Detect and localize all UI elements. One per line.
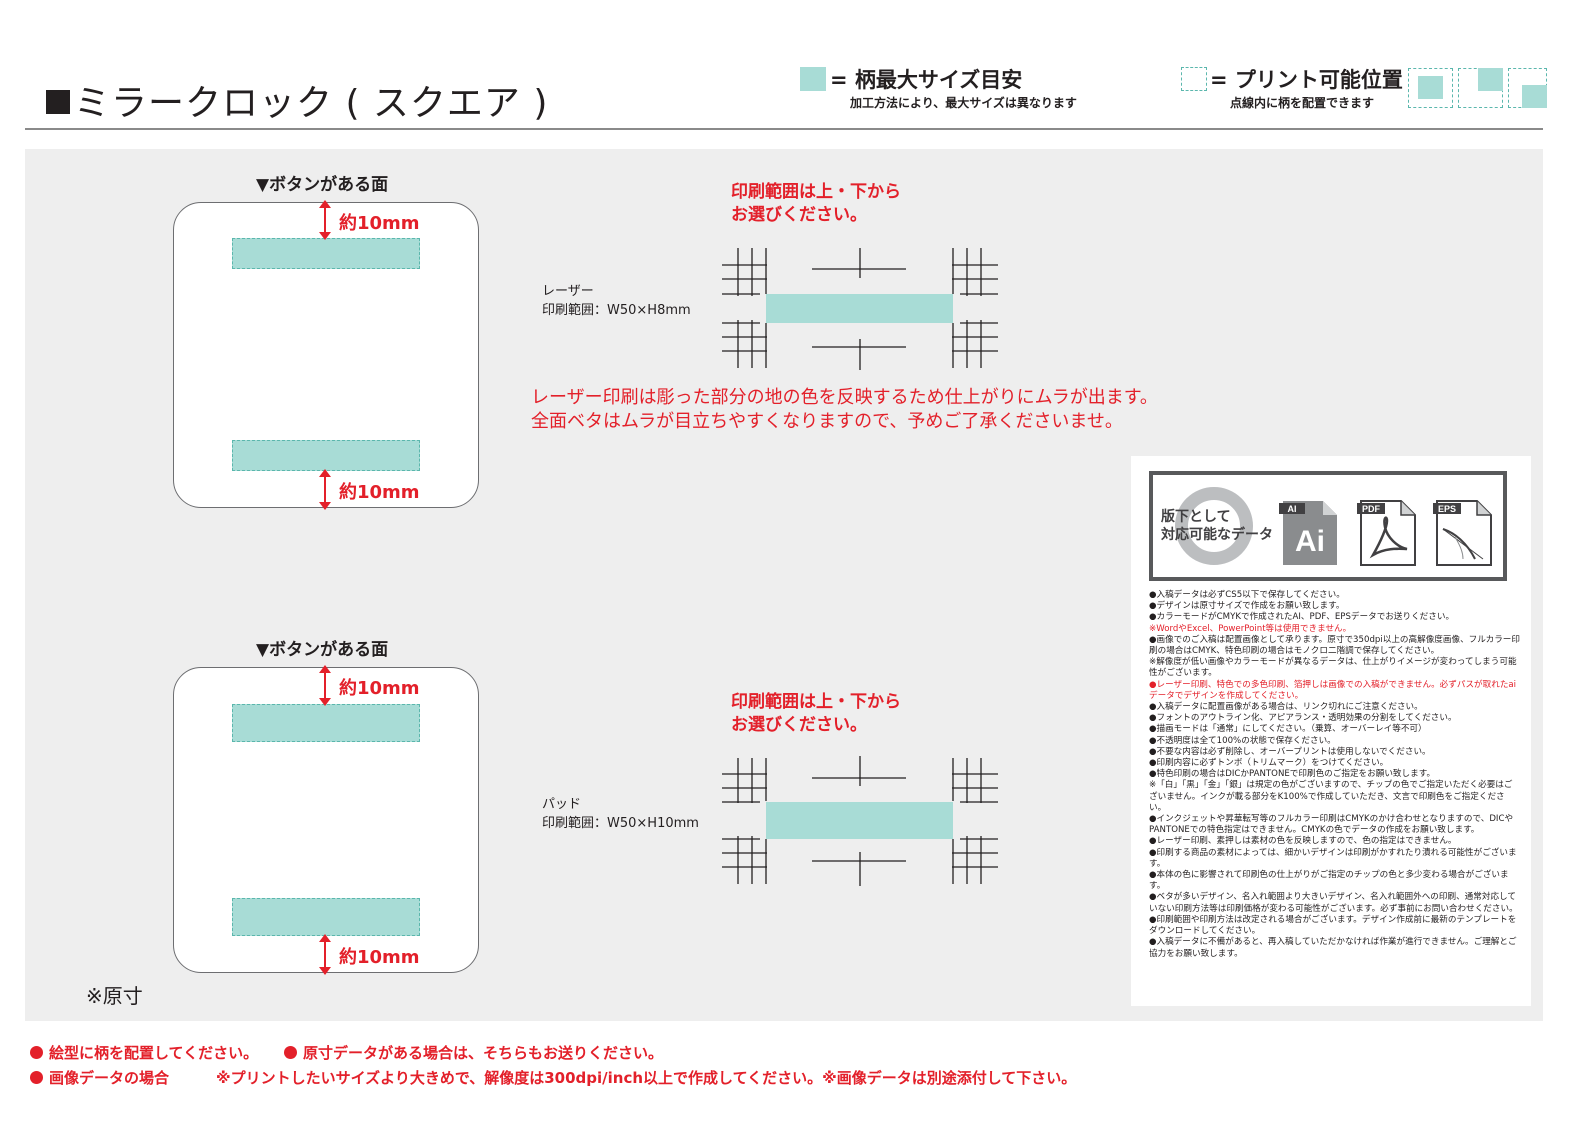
data-format-title: 版下として 対応可能なデータ: [1161, 508, 1273, 544]
page-title-text: ミラークロック ( スクエア ): [74, 83, 549, 124]
spec-pad-range: 印刷範囲：W50×H10mm: [542, 816, 699, 831]
spec-laser-method: レーザー: [542, 284, 594, 299]
footer-item-3-text: 画像データの場合: [49, 1069, 170, 1087]
data-note: ●入稿データは必ずCS5以下で保存してください。: [1149, 590, 1345, 600]
data-format-card: 版下として 対応可能なデータ AI Ai PDF EPS ●入稿: [1131, 456, 1531, 1006]
legend-max-size-sub: 加工方法により、最大サイズは異なります: [850, 96, 1077, 110]
eps-file-tag: EPS: [1438, 504, 1456, 514]
data-note: ●印刷する商品の素材によっては、細かいデザインは印刷がかすれたり潰れる可能性がご…: [1149, 847, 1517, 869]
margin-bottom-laser: 約10mm: [339, 482, 420, 503]
data-note: ●ベタが多いデザイン、名入れ範囲より大きいデザイン、名入れ範囲外への印刷、通常対…: [1149, 892, 1518, 914]
print-area-pad-diagram: [766, 802, 953, 839]
data-note: ●入稿データに不備があると、再入稿していただかなければ作業が進行できません。ご理…: [1149, 937, 1517, 959]
margin-arrow-bottom-pad-icon: [319, 934, 331, 975]
margin-top-laser: 約10mm: [339, 213, 420, 234]
eps-file-icon: EPS: [1433, 500, 1492, 566]
footer-item-1-text: 絵型に柄を配置してください。: [49, 1044, 259, 1062]
ai-file-tag: AI: [1288, 504, 1297, 514]
data-note: ●カラーモードがCMYKで作成されたAI、PDF、EPSデータでお送りください。: [1149, 612, 1455, 623]
position-example-top-right-icon: [1458, 68, 1503, 108]
data-note: ●描画モードは「通常」にしてください。（乗算、オーバーレイ等不可）: [1149, 724, 1427, 735]
spec-pad-method: パッド: [542, 797, 582, 812]
data-note: ※解像度が低い画像やカラーモードが異なるデータは、仕上がりイメージが変わってしま…: [1149, 657, 1517, 679]
title-square-icon: [46, 90, 70, 114]
bullet-dot-icon: [30, 1046, 43, 1059]
footer-item-3: 画像データの場合: [30, 1067, 169, 1088]
data-note: ※WordやExcel、PowerPoint等は使用できません。: [1149, 623, 1352, 634]
face-label-pad: ▼ボタンがある面: [256, 640, 389, 660]
data-notes: ●入稿データは必ずCS5以下で保存してください。 ●デザインは原寸サイズで作成を…: [1149, 590, 1521, 960]
header-divider: [25, 128, 1543, 130]
margin-bottom-pad: 約10mm: [339, 947, 420, 968]
range-note-laser: 印刷範囲は上・下から お選びください。: [731, 181, 901, 227]
data-note: ●印刷内容に必ずトンボ（トリムマーク）をつけてください。: [1149, 758, 1389, 769]
scale-note: ※原寸: [86, 984, 143, 1008]
data-note: ●フォントのアウトライン化、アピアランス・透明効果の分割をしてください。: [1149, 713, 1457, 724]
data-note: ●レーザー印刷、特色での多色印刷、箔押しは画像での入稿ができません。必ずパスが取…: [1149, 679, 1517, 701]
footer-item-2-text: 原寸データがある場合は、そちらもお送りください。: [303, 1044, 664, 1062]
max-size-swatch-icon: [800, 67, 826, 91]
range-note-laser-line1: 印刷範囲は上・下から: [731, 182, 901, 202]
spec-laser: レーザー 印刷範囲：W50×H8mm: [542, 282, 691, 320]
margin-top-pad: 約10mm: [339, 678, 420, 699]
trim-marks-laser: [722, 248, 998, 370]
laser-warning: レーザー印刷は彫った部分の地の色を反映するため仕上がりにムラが出ます。 全面ベタ…: [531, 386, 1158, 434]
data-format-title-line1: 版下として: [1161, 509, 1231, 525]
print-area-bottom-pad: [232, 898, 420, 936]
range-note-pad-line2: お選びください。: [731, 715, 867, 735]
range-note-pad: 印刷範囲は上・下から お選びください。: [731, 691, 901, 737]
data-note: ●特色印刷の場合はDICかPANTONEで印刷色のご指定をお願い致します。: [1149, 769, 1436, 780]
data-note: ●印刷範囲や印刷方法は改定される場合がございます。デザイン作成前に最新のテンプレ…: [1149, 914, 1517, 937]
laser-warning-line1: レーザー印刷は彫った部分の地の色を反映するため仕上がりにムラが出ます。: [531, 387, 1158, 408]
page-title: ミラークロック ( スクエア ): [46, 74, 548, 126]
legend-print-position-sub: 点線内に柄を配置できます: [1230, 96, 1375, 110]
legend-max-size: = 柄最大サイズ目安: [830, 68, 1023, 92]
data-note: ●不要な内容は必ず削除し、オーバープリントは使用しないでください。: [1149, 746, 1431, 757]
data-note: ●画像でのご入稿は配置画像として承ります。原寸で350dpi以上の高解像度画像、…: [1149, 634, 1520, 657]
margin-arrow-top-laser-icon: [319, 200, 331, 240]
print-area-top-pad: [232, 704, 420, 742]
print-area-laser-diagram: [766, 294, 953, 323]
data-note: ※「白」「黒」「金」「銀」は規定の色がございますので、チップの色でご指定いただく…: [1149, 780, 1513, 813]
footer-item-1: 絵型に柄を配置してください。: [30, 1042, 258, 1063]
data-format-header: 版下として 対応可能なデータ AI Ai PDF EPS: [1149, 471, 1507, 581]
bullet-dot-icon: [30, 1071, 43, 1084]
range-note-pad-line1: 印刷範囲は上・下から: [731, 692, 901, 712]
print-position-swatch-icon: [1181, 67, 1207, 91]
pdf-file-tag: PDF: [1362, 504, 1381, 514]
data-note: ●インクジェットや昇華転写等のフルカラー印刷はCMYKのかけ合わせとなりますので…: [1149, 814, 1514, 836]
data-note: ●本体の色に影響されて印刷色の仕上がりがご指定のチップの色と多少変わる場合がござ…: [1149, 870, 1509, 892]
footer-item-3-note: ※プリントしたいサイズより大きめで、解像度は300dpi/inch以上で作成して…: [216, 1069, 1077, 1087]
svg-text:Ai: Ai: [1295, 525, 1325, 558]
face-label-laser: ▼ボタンがある面: [256, 175, 389, 195]
data-note: ●レーザー印刷、素押しは素材の色を反映しますので、色の指定はできません。: [1149, 836, 1457, 847]
data-note: ●デザインは原寸サイズで作成をお願い致します。: [1149, 601, 1345, 612]
range-note-laser-line2: お選びください。: [731, 205, 867, 225]
position-example-center-icon: [1408, 68, 1453, 108]
data-note: ●入稿データに配置画像がある場合は、リンク切れにご注意ください。: [1149, 702, 1423, 713]
bullet-dot-icon: [284, 1046, 297, 1059]
spec-pad: パッド 印刷範囲：W50×H10mm: [542, 795, 699, 833]
data-note: ●不透明度は全て100%の状態で保存ください。: [1149, 735, 1336, 746]
data-format-title-line2: 対応可能なデータ: [1161, 527, 1273, 543]
ai-file-icon: AI Ai: [1279, 501, 1337, 565]
margin-arrow-top-pad-icon: [319, 665, 331, 706]
margin-arrow-bottom-laser-icon: [319, 469, 331, 510]
legend-print-position: = プリント可能位置: [1210, 68, 1403, 92]
footer-item-2: 原寸データがある場合は、そちらもお送りください。: [284, 1042, 663, 1063]
spec-laser-range: 印刷範囲：W50×H8mm: [542, 303, 691, 318]
trim-marks-pad: [722, 756, 998, 886]
pdf-file-icon: PDF: [1357, 500, 1416, 566]
position-example-bottom-right-icon: [1508, 68, 1547, 108]
laser-warning-line2: 全面ベタはムラが目立ちやすくなりますので、予めご了承くださいませ。: [531, 411, 1123, 432]
